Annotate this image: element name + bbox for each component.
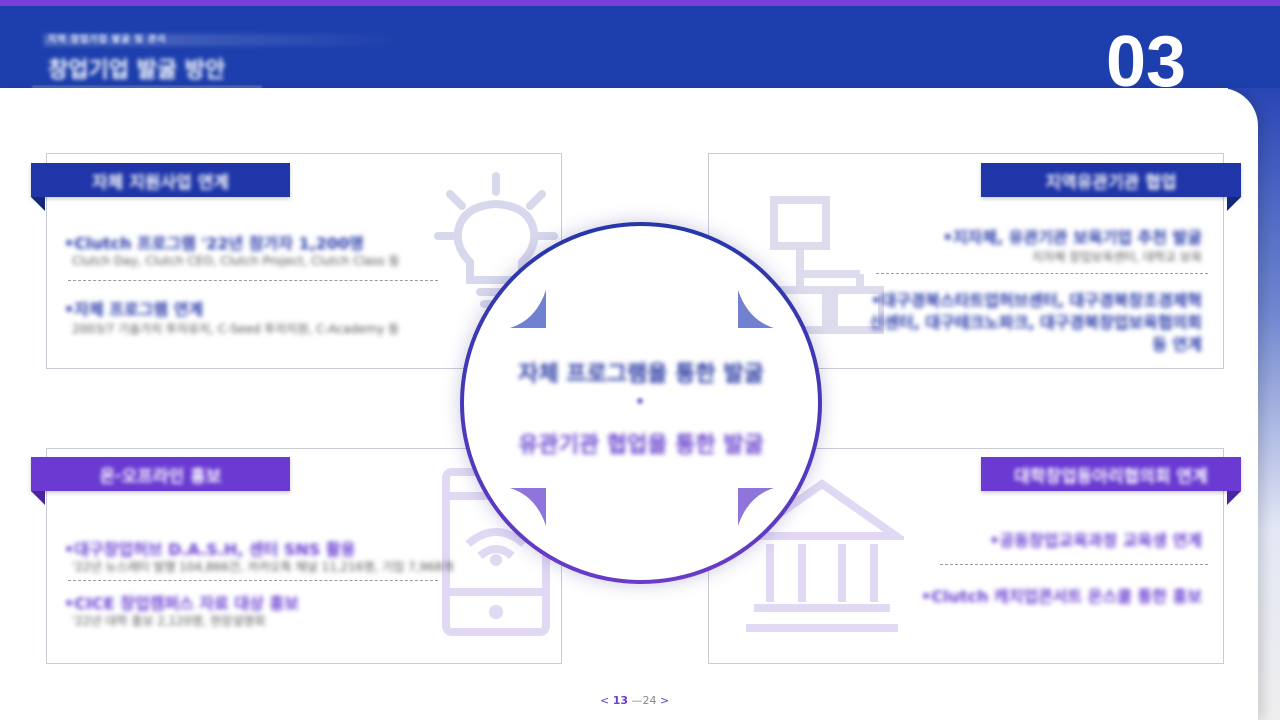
divider bbox=[68, 280, 438, 281]
header-bar: 지역 창업기업 발굴 및 관리 창업기업 발굴 방안 bbox=[0, 6, 1280, 88]
list-item-subtitle: 2003/7 기술가치 투자유치, C-Seed 투자지원, C-Academy… bbox=[72, 322, 400, 336]
section-number: 03 bbox=[1106, 22, 1187, 102]
center-separator bbox=[637, 398, 643, 404]
list-item-subtitle: Clutch Day, Clutch CEO, Clutch Project, … bbox=[72, 254, 400, 268]
next-page-link[interactable]: > bbox=[660, 694, 670, 707]
tag-fold bbox=[1227, 491, 1241, 505]
page-indicator: < 13 —24 > bbox=[600, 694, 669, 707]
top-accent-line bbox=[0, 0, 1280, 6]
list-item-subtitle: '22년 대학 홍보 2,120명, 현장설명회 bbox=[72, 614, 266, 628]
list-item-title: •Clutch 프로그램 '22년 참가자 1,200명 bbox=[64, 234, 364, 253]
corner-arrow-icon bbox=[738, 488, 774, 526]
header-supertitle-bar bbox=[44, 34, 404, 46]
corner-arrow-icon bbox=[510, 488, 546, 526]
tag-promotion: 온·오프라인 홍보 bbox=[31, 457, 290, 491]
list-item-title: •Clutch 캐치업콘서트 온스쿨 통한 홍보 bbox=[920, 587, 1202, 606]
center-line-1: 자체 프로그램을 통한 발굴 bbox=[518, 362, 764, 387]
list-item-title: •자체 프로그램 연계 bbox=[64, 300, 204, 319]
tag-fold bbox=[1227, 197, 1241, 211]
tag-fold bbox=[31, 491, 45, 505]
current-page: 13 bbox=[612, 694, 629, 707]
page-separator: — bbox=[631, 694, 643, 707]
divider bbox=[940, 564, 1208, 565]
list-item-title: •공동창업교육과정 교육생 연계 bbox=[989, 531, 1202, 550]
corner-arrow-icon bbox=[510, 290, 546, 328]
list-item-subtitle: '22년 뉴스레터 발행 104,866건, 카카오톡 채널 11,216명, … bbox=[72, 560, 454, 574]
corner-arrow-icon bbox=[738, 290, 774, 328]
center-line-2: 유관기관 협업을 통한 발굴 bbox=[518, 433, 764, 458]
header-supertitle: 지역 창업기업 발굴 및 관리 bbox=[48, 35, 167, 45]
title-underline bbox=[32, 86, 262, 88]
list-item-title: •대구경북스타트업허브센터, 대구경북창조경제혁신센터, 대구테크노파크, 대구… bbox=[869, 291, 1202, 354]
tag-fold bbox=[31, 197, 45, 211]
total-pages: 24 bbox=[642, 694, 657, 707]
divider bbox=[68, 580, 438, 581]
tag-self-support: 자체 지원사업 연계 bbox=[31, 163, 290, 197]
list-item-title: •지자체, 유관기관 보육기업 추천 발굴 bbox=[942, 228, 1202, 247]
prev-page-link[interactable]: < bbox=[600, 694, 610, 707]
list-item-subtitle: 지자체 창업보육센터, 대학교 보육 bbox=[1032, 250, 1202, 264]
list-item-title: •CICE 창업캠퍼스 자료 대상 홍보 bbox=[64, 594, 299, 613]
page-title: 창업기업 발굴 방안 bbox=[48, 58, 226, 83]
tag-university-club: 대학창업동아리협의회 연계 bbox=[981, 457, 1241, 491]
divider bbox=[876, 273, 1208, 274]
tag-partner-collab: 지역유관기관 협업 bbox=[981, 163, 1241, 197]
list-item-title: •대구창업허브 D.A.S.H, 센터 SNS 활용 bbox=[64, 540, 356, 559]
